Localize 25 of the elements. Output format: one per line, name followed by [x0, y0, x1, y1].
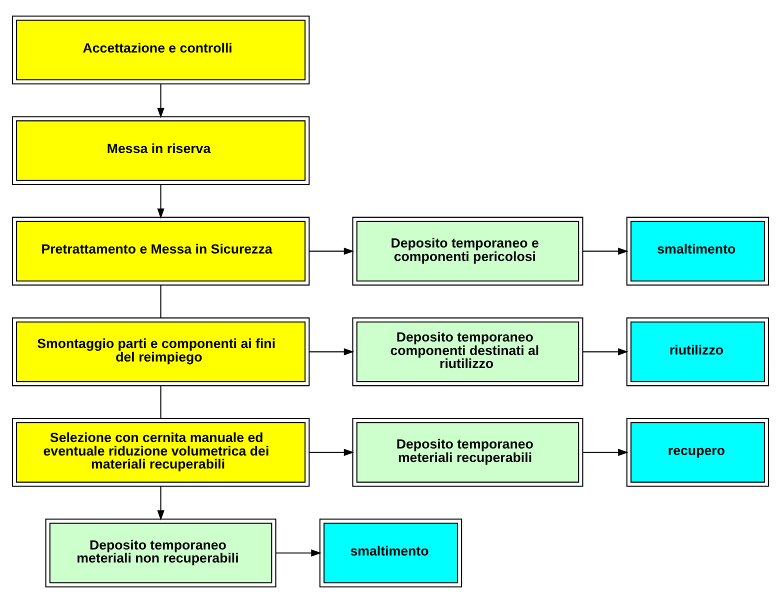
arrow: [276, 548, 322, 556]
node-box: Accettazione e controlli: [12, 15, 310, 84]
arrow: [157, 486, 164, 520]
node-box: Deposito temporaneo meteriali non recuperabili: [45, 518, 276, 587]
arrow: [582, 247, 628, 254]
arrow: [582, 348, 628, 355]
connector: [160, 385, 162, 418]
arrow: [157, 84, 164, 118]
node-box: Selezione con cernita manuale ed eventuale riduzione volumetrica dei materiali recuperabili: [12, 418, 310, 486]
arrow: [582, 448, 628, 456]
node-box: Deposito temporaneo meteriali recuperabili: [352, 418, 584, 486]
arrow: [309, 247, 354, 254]
node-box: Deposito temporaneo e componenti pericolosi: [352, 216, 584, 286]
connector: [160, 284, 162, 318]
node-box: Pretrattamento e Messa in Sicurezza: [12, 216, 310, 286]
node-box: Deposito temporaneo componenti destinati al riutilizzo: [352, 316, 584, 386]
node-box: smaltimento: [626, 216, 770, 286]
arrow: [309, 448, 354, 456]
node-box: Messa in riserva: [12, 116, 310, 184]
node-box: Smontaggio parti e componenti ai fini del reimpiego: [12, 316, 310, 386]
node-box: smaltimento: [319, 518, 462, 587]
arrow: [309, 348, 354, 355]
arrow: [157, 184, 164, 218]
node-box: riutilizzo: [626, 316, 770, 386]
node-box: recupero: [626, 418, 770, 486]
